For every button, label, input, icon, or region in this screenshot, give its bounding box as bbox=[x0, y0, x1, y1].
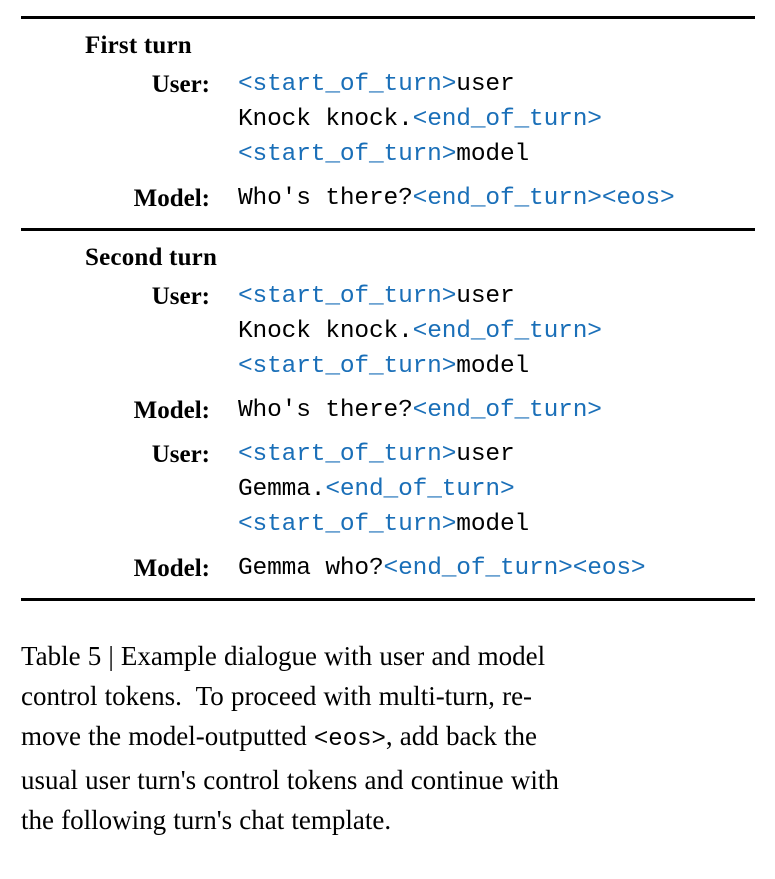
table-top-rule bbox=[21, 16, 755, 19]
section-title: First turn bbox=[85, 32, 192, 59]
row-speaker-label: Model: bbox=[133, 555, 210, 582]
control-token: <start_of_turn> bbox=[238, 353, 457, 380]
caption-text: , add back the bbox=[385, 721, 538, 751]
row-speaker-label: User: bbox=[151, 283, 210, 310]
row-speaker-label: User: bbox=[151, 71, 210, 98]
caption-line: control tokens. To proceed with multi-tu… bbox=[21, 676, 757, 716]
control-token: <end_of_turn> bbox=[412, 397, 602, 424]
message-text: model bbox=[456, 511, 530, 538]
caption-line: Table 5 | Example dialogue with user and… bbox=[21, 636, 757, 676]
row-chat-template-text: Gemma who?<end_of_turn><eos> bbox=[210, 551, 646, 586]
table-caption: Table 5 | Example dialogue with user and… bbox=[21, 636, 757, 840]
template-line: Gemma who?<end_of_turn><eos> bbox=[238, 551, 646, 586]
caption-line: move the model-outputted <eos>, add back… bbox=[21, 716, 757, 760]
template-line: <start_of_turn>model bbox=[238, 137, 602, 172]
message-text: Knock knock. bbox=[238, 106, 413, 133]
template-line: Gemma.<end_of_turn> bbox=[238, 472, 529, 507]
row-speaker-label: Model: bbox=[133, 397, 210, 424]
section-title: Second turn bbox=[85, 244, 218, 271]
template-line: Who's there?<end_of_turn><eos> bbox=[238, 181, 675, 216]
caption-line: the following turn's chat template. bbox=[21, 800, 757, 840]
message-text: Knock knock. bbox=[238, 318, 413, 345]
caption-text: control tokens. To proceed with multi-tu… bbox=[21, 681, 533, 711]
message-text: user bbox=[456, 71, 515, 98]
caption-text: usual user turn's control tokens and con… bbox=[21, 765, 559, 795]
template-line: <start_of_turn>user bbox=[238, 279, 602, 314]
control-token: <start_of_turn> bbox=[238, 441, 457, 468]
table-row: Model: Gemma who?<end_of_turn><eos> bbox=[21, 551, 755, 586]
message-text: Who's there? bbox=[238, 397, 413, 424]
control-token: <start_of_turn> bbox=[238, 71, 457, 98]
control-token: <end_of_turn> bbox=[412, 318, 602, 345]
message-text: user bbox=[456, 441, 515, 468]
caption-line: usual user turn's control tokens and con… bbox=[21, 760, 757, 800]
row-speaker-label: User: bbox=[151, 441, 210, 468]
control-token: <start_of_turn> bbox=[238, 141, 457, 168]
template-line: Knock knock.<end_of_turn> bbox=[238, 102, 602, 137]
control-token: <start_of_turn> bbox=[238, 511, 457, 538]
message-text: Gemma. bbox=[238, 476, 326, 503]
row-chat-template-text: Who's there?<end_of_turn> bbox=[210, 393, 602, 428]
control-token: <end_of_turn> bbox=[325, 476, 515, 503]
table-row: Model: Who's there?<end_of_turn> bbox=[21, 393, 755, 428]
message-text: user bbox=[456, 283, 515, 310]
control-token: <end_of_turn><eos> bbox=[383, 555, 646, 582]
template-line: <start_of_turn>user bbox=[238, 67, 602, 102]
table-row: Model: Who's there?<end_of_turn><eos> bbox=[21, 181, 755, 216]
template-line: Knock knock.<end_of_turn> bbox=[238, 314, 602, 349]
caption-text: move the model-outputted bbox=[21, 721, 314, 751]
template-line: Who's there?<end_of_turn> bbox=[238, 393, 602, 428]
row-chat-template-text: Who's there?<end_of_turn><eos> bbox=[210, 181, 675, 216]
caption-token: <eos> bbox=[313, 726, 386, 753]
template-line: <start_of_turn>user bbox=[238, 437, 529, 472]
message-text: Who's there? bbox=[238, 185, 413, 212]
message-text: model bbox=[456, 141, 530, 168]
table-bottom-rule bbox=[21, 598, 755, 601]
control-token: <end_of_turn><eos> bbox=[412, 185, 675, 212]
control-token: <start_of_turn> bbox=[238, 283, 457, 310]
template-line: <start_of_turn>model bbox=[238, 349, 602, 384]
caption-text: the following turn's chat template. bbox=[21, 805, 392, 835]
row-speaker-label: Model: bbox=[133, 185, 210, 212]
table-section-rule bbox=[21, 228, 755, 231]
caption-text: Table 5 | Example dialogue with user and… bbox=[21, 641, 546, 671]
template-line: <start_of_turn>model bbox=[238, 507, 529, 542]
message-text: Gemma who? bbox=[238, 555, 384, 582]
control-token: <end_of_turn> bbox=[412, 106, 602, 133]
message-text: model bbox=[456, 353, 530, 380]
